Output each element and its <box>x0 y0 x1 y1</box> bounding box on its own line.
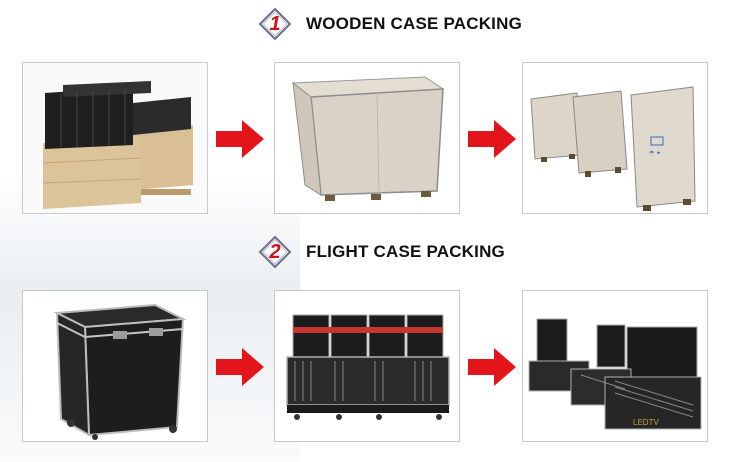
photo-closed-wooden-case <box>274 62 460 214</box>
svg-text:☂ ✦: ☂ ✦ <box>649 150 661 157</box>
red-right-arrow-icon <box>468 120 516 158</box>
number-badge-icon: 1 <box>258 7 292 41</box>
section-number: 1 <box>269 13 281 35</box>
section-title: WOODEN CASE PACKING <box>306 14 522 33</box>
section-header-flight: 2 FLIGHT CASE PACKING <box>258 234 505 270</box>
section-header-wooden: 1 WOODEN CASE PACKING <box>258 6 522 42</box>
photo-led-panels-in-crate <box>22 62 208 214</box>
red-right-arrow-icon <box>216 348 264 386</box>
number-badge-icon: 2 <box>258 235 292 269</box>
photo-three-wooden-cases: ☂ ✦ <box>522 62 708 214</box>
red-right-arrow-icon <box>216 120 264 158</box>
svg-text:LEDTV: LEDTV <box>633 418 659 427</box>
section-title: FLIGHT CASE PACKING <box>306 242 505 261</box>
photo-open-flight-cases-panels: LEDTV <box>522 290 708 442</box>
photo-closed-flight-case <box>22 290 208 442</box>
photo-four-open-flight-cases <box>274 290 460 442</box>
red-right-arrow-icon <box>468 348 516 386</box>
section-number: 2 <box>269 241 281 263</box>
